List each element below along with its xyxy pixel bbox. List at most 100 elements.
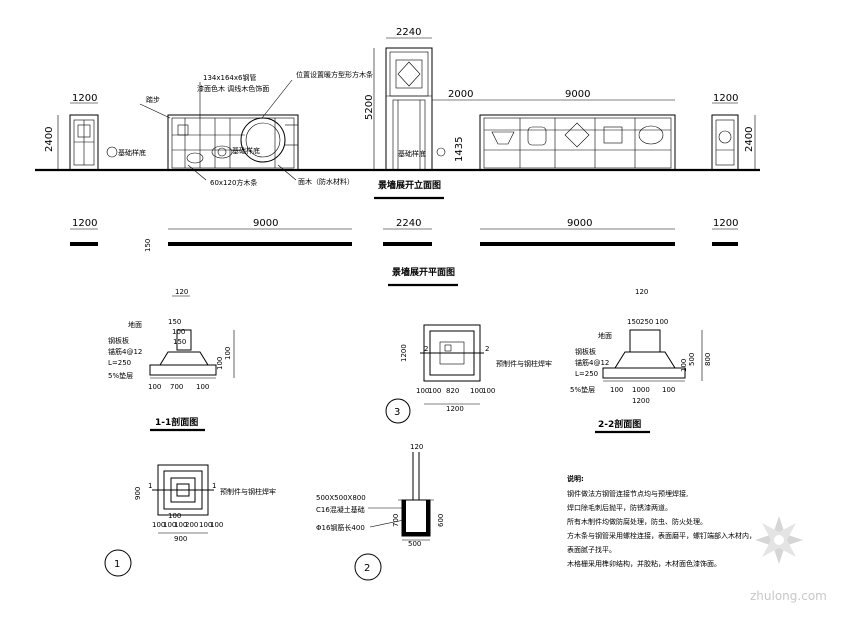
svg-text:锚筋4@12: 锚筋4@12 (108, 347, 142, 356)
dim-1435: 1435 (454, 137, 465, 162)
svg-text:5%垫层: 5%垫层 (570, 385, 595, 394)
svg-text:100: 100 (196, 383, 209, 391)
notes-heading: 说明: (567, 474, 584, 483)
plan-title: 景墙展开平面图 (392, 266, 455, 278)
note-line: 焊口除毛刺后抛平，防锈漆两道。 (567, 503, 672, 512)
svg-text:900: 900 (174, 535, 187, 543)
svg-text:钢板板: 钢板板 (108, 336, 129, 345)
svg-text:700: 700 (392, 514, 400, 527)
notes: 说明: 钢件做法方钢管连接节点均与预埋焊接, 焊口除毛刺后抛平，防锈漆两道。 所… (567, 474, 756, 568)
svg-text:150: 150 (173, 338, 186, 346)
watermark-logo-icon (755, 516, 803, 564)
svg-text:100: 100 (152, 521, 165, 529)
svg-text:100: 100 (416, 387, 429, 395)
svg-text:120: 120 (175, 288, 188, 296)
label-lamp: 位置设置暖方型形方木条 (296, 70, 373, 79)
tower (385, 47, 433, 171)
plan-view: 1200 9000 2240 9000 1200 150 景墙展开平面图 (70, 218, 738, 287)
svg-text:700: 700 (170, 383, 183, 391)
section-2-title: 2-2剖面图 (598, 418, 641, 430)
svg-text:900: 900 (134, 487, 142, 500)
svg-text:2: 2 (364, 563, 370, 574)
label-steel-tube: 134x164x6钢管 (203, 73, 256, 82)
svg-text:1: 1 (148, 482, 152, 490)
elevation-labels: 134x164x6钢管 漆面色木 调线木色饰面 位置设置暖方型形方木条 踏步 基… (106, 70, 446, 187)
svg-text:100: 100 (428, 387, 441, 395)
detail-3: 2 2 预制件与钢柱焊牢 1200 100 100 820 100 100 12… (385, 324, 552, 424)
note-line: 木格栅采用榫卯结构，并胶粘，木材面色漆饰面。 (567, 559, 721, 568)
plan-dim-2240: 2240 (396, 218, 421, 229)
plan-dim-1200-left: 1200 (72, 218, 97, 229)
label-wood-strip: 60x120方木条 (210, 178, 257, 187)
plan-slab-4 (480, 242, 675, 246)
svg-text:150: 150 (627, 318, 640, 326)
note-line: 表面腻子找平。 (567, 545, 616, 554)
svg-text:820: 820 (446, 387, 459, 395)
note-line: 所有木制件均做防腐处理，防虫、防火处理。 (567, 517, 707, 526)
dim-5200: 5200 (364, 95, 375, 120)
svg-text:100: 100 (174, 521, 187, 529)
left-lattice-wall (167, 114, 299, 171)
svg-text:100: 100 (199, 521, 212, 529)
svg-text:120: 120 (410, 443, 423, 451)
svg-text:100: 100 (168, 512, 181, 520)
svg-text:Φ16钢筋长400: Φ16钢筋长400 (316, 523, 365, 532)
svg-text:2: 2 (485, 345, 489, 353)
svg-text:100: 100 (662, 386, 675, 394)
svg-text:100: 100 (210, 521, 223, 529)
dim-2400-right: 2400 (744, 127, 755, 152)
section-1-1: 120 150 100 150 地面 钢板板 锚筋4@12 L=250 5%垫层… (108, 288, 235, 432)
svg-text:500: 500 (408, 540, 421, 548)
svg-text:1200: 1200 (446, 405, 464, 413)
detail-2: 120 500X500X800 C16混凝土基础 Φ16钢筋长400 500 7… (316, 443, 445, 581)
svg-text:2: 2 (424, 345, 428, 353)
plan-dim-9000-left: 9000 (253, 218, 278, 229)
detail-3-marker (385, 398, 411, 424)
detail-1-marker (104, 549, 132, 577)
svg-text:120: 120 (635, 288, 648, 296)
svg-text:1200: 1200 (632, 397, 650, 405)
right-lattice-wall (479, 114, 676, 171)
detail-3-label: 预制件与钢柱焊牢 (496, 359, 552, 368)
svg-text:C16混凝土基础: C16混凝土基础 (316, 505, 365, 514)
svg-text:钢板板: 钢板板 (575, 347, 596, 356)
svg-text:100: 100 (482, 387, 495, 395)
svg-text:1200: 1200 (400, 344, 408, 362)
svg-text:锚筋4@12: 锚筋4@12 (575, 358, 609, 367)
svg-text:100: 100 (163, 521, 176, 529)
plan-dim-1200-right: 1200 (713, 218, 738, 229)
note-line: 方木条与钢管采用螺栓连接，表面磨平，螺钉端部入木材内， (567, 531, 756, 540)
svg-text:1000: 1000 (632, 386, 650, 394)
note-line: 钢件做法方钢管连接节点均与预埋焊接, (567, 489, 688, 498)
plan-depth: 150 (144, 239, 152, 252)
label-plank: 踏步 (146, 95, 160, 104)
svg-text:L=250: L=250 (575, 370, 598, 378)
section-2-2: 120 150 250 100 地面 钢板板 锚筋4@12 L=250 5%垫层… (570, 288, 712, 434)
svg-text:100: 100 (470, 387, 483, 395)
svg-text:5%垫层: 5%垫层 (108, 371, 133, 380)
dim-1200-right: 1200 (713, 93, 738, 104)
svg-text:250: 250 (640, 318, 653, 326)
watermark: zhulong.com (750, 516, 827, 603)
detail-1-label: 预制件与钢柱焊牢 (220, 487, 276, 496)
svg-text:100: 100 (680, 359, 688, 372)
detail-2-marker (354, 553, 382, 581)
label-foundation-a: 基础样底 (118, 148, 146, 157)
watermark-text: zhulong.com (750, 589, 827, 603)
dim-9000: 9000 (565, 89, 590, 100)
detail-1: 1 1 预制件与钢柱焊牢 900 100 100 100 100 200 100… (104, 464, 276, 577)
svg-text:200: 200 (185, 521, 198, 529)
svg-text:100: 100 (224, 347, 232, 360)
svg-text:100: 100 (216, 357, 224, 370)
label-base-c: 基础样底 (398, 149, 426, 158)
svg-text:3: 3 (394, 407, 400, 418)
svg-text:L=250: L=250 (108, 359, 131, 367)
svg-text:150: 150 (168, 318, 181, 326)
svg-text:地面: 地面 (598, 331, 612, 340)
svg-text:600: 600 (437, 514, 445, 527)
plan-dim-9000-right: 9000 (567, 218, 592, 229)
plan-slab-3 (383, 242, 432, 246)
elevation-title: 景墙展开立面图 (378, 179, 441, 191)
svg-text:1: 1 (212, 482, 216, 490)
